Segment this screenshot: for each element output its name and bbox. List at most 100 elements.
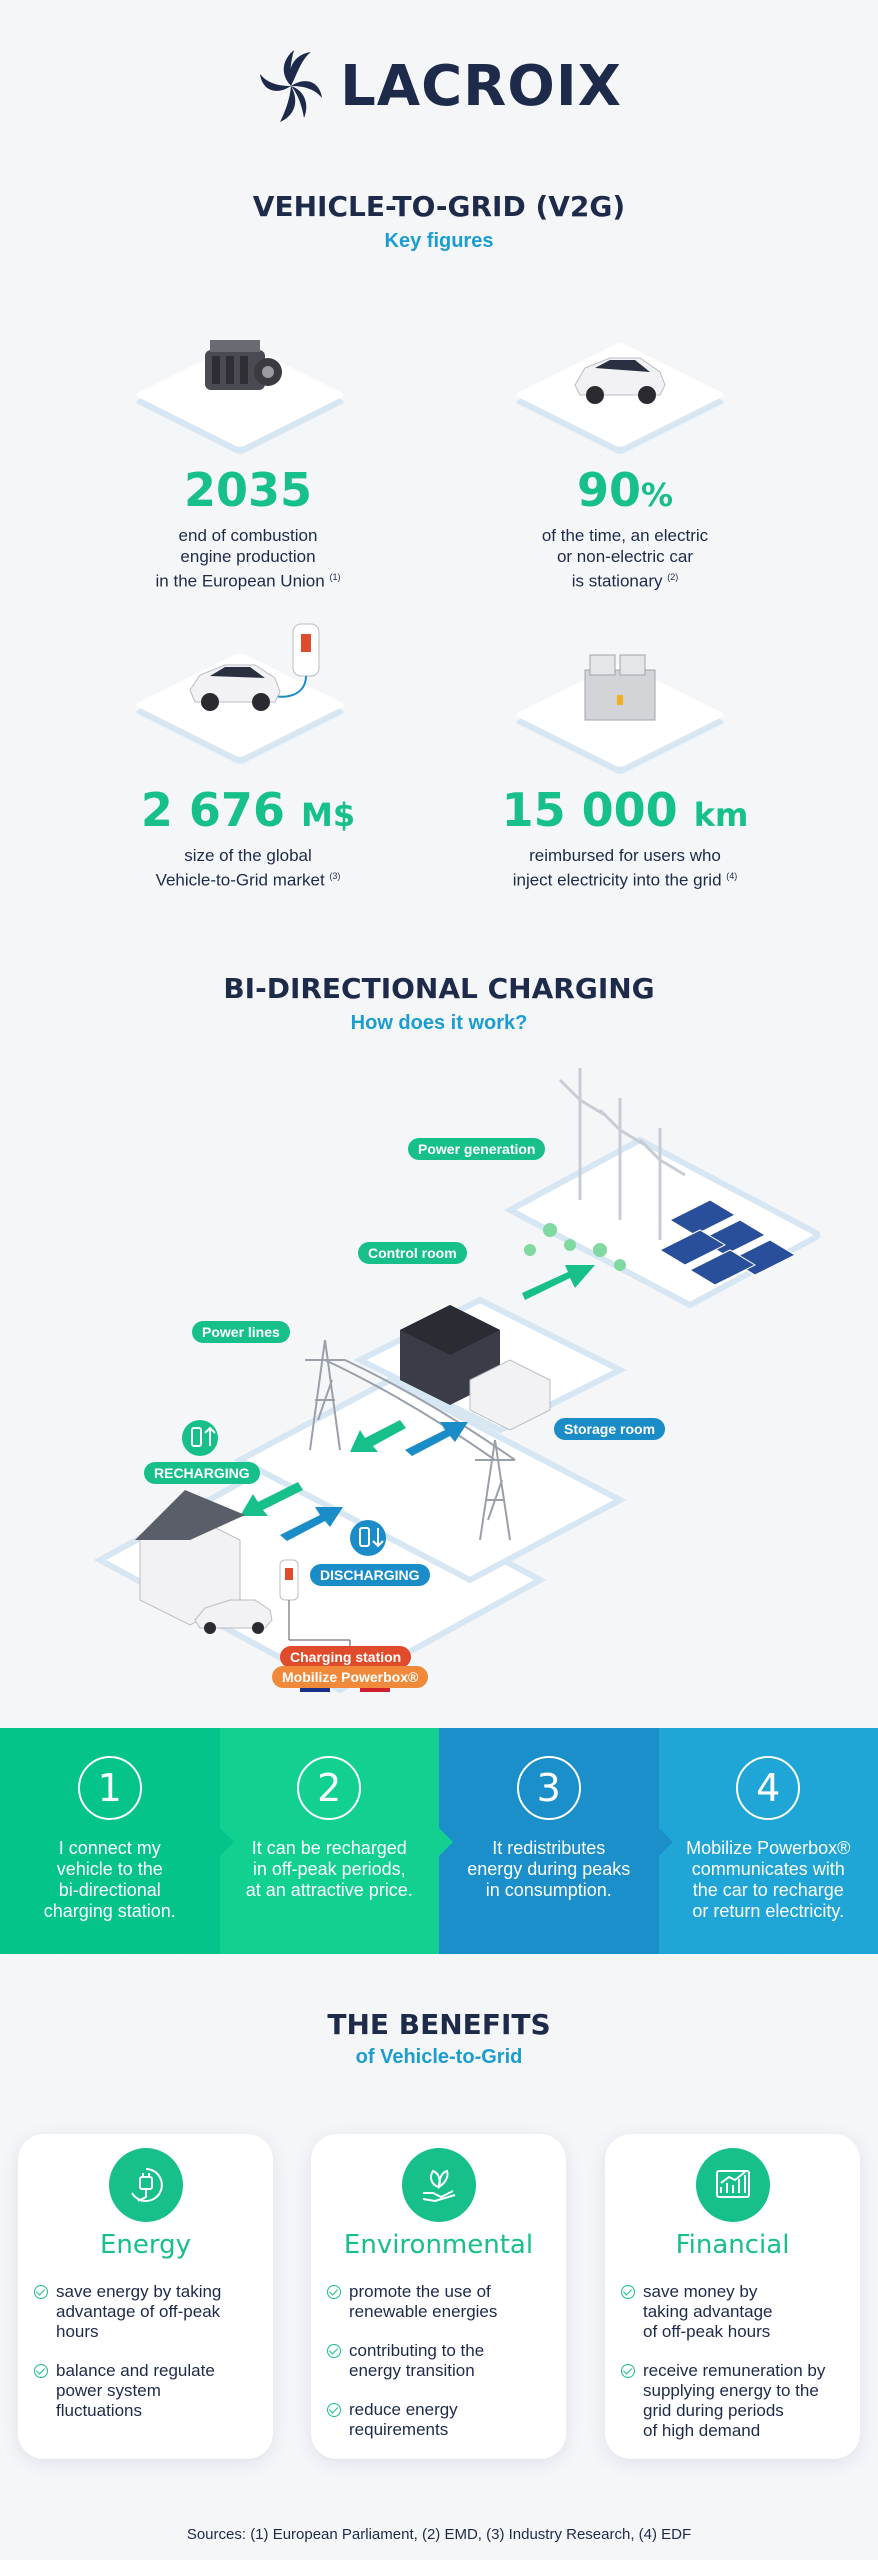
step-arrow [439, 1828, 453, 1856]
step-text: It redistributes energy during peaks in … [467, 1838, 631, 1900]
engine-icon [205, 340, 282, 390]
key-figure-ref: (2) [667, 572, 679, 582]
figure-storage-illustration [513, 640, 727, 790]
step-text: Mobilize Powerbox® communicates with the… [686, 1838, 851, 1921]
page-title: VEHICLE-TO-GRID (V2G) [252, 190, 626, 223]
key-figure-unit: % [640, 476, 674, 514]
benefit-item-text: receive remuneration by supplying energy… [643, 2361, 826, 2440]
key-figure-value: 15 000 [501, 783, 678, 837]
benefit-item: balance and regulate power system fluctu… [34, 2361, 263, 2421]
tree-icon [524, 1223, 626, 1271]
step-2: 2 It can be recharged in off-peak period… [219, 1728, 453, 1954]
energy-flow-arrows [240, 1265, 595, 1541]
label-mobilize-powerbox: Mobilize Powerbox® [272, 1666, 429, 1688]
key-figure-text: size of the global Vehicle-to-Grid marke… [155, 846, 325, 890]
key-figure-1: 2035 end of combustion engine production… [83, 462, 413, 592]
step-arrow [219, 1828, 234, 1856]
benefit-item: promote the use of renewable energies [327, 2282, 556, 2322]
benefit-card-title: Environmental [343, 2230, 534, 2260]
benefit-card-title: Energy [99, 2230, 192, 2260]
figure-charging-car-illustration [133, 623, 347, 780]
battery-storage-icon [584, 654, 656, 721]
flag-stripe-red [360, 1688, 390, 1692]
benefit-item: contributing to the energy transition [327, 2341, 556, 2381]
key-figure-4: 15 000 km reimbursed for users who injec… [460, 782, 790, 891]
benefit-item: save money by taking advantage of off-pe… [621, 2282, 850, 2342]
benefits-title: THE BENEFITS [327, 2008, 551, 2041]
key-figure-3: 2 676 M$ size of the global Vehicle-to-G… [83, 782, 413, 891]
charging-subtitle: How does it work? [350, 1012, 528, 1034]
wind-turbine-icon [558, 1068, 686, 1240]
check-icon [327, 2285, 341, 2299]
benefit-item-text: save energy by taking advantage of off-p… [56, 2282, 222, 2341]
lacroix-logo-icon [260, 50, 323, 122]
benefit-item-text: save money by taking advantage of off-pe… [643, 2282, 773, 2341]
house-icon [135, 1490, 245, 1626]
label-recharging: RECHARGING [144, 1462, 260, 1484]
key-figure-text: end of combustion engine production in t… [155, 526, 325, 591]
leaf-hand-icon [401, 2148, 476, 2222]
step-arrow [658, 1828, 673, 1856]
label-power-lines: Power lines [192, 1321, 290, 1343]
vehicle-icon [194, 1599, 273, 1634]
figure-car-illustration [513, 320, 727, 470]
benefit-item: reduce energy requirements [327, 2400, 556, 2440]
key-figure-ref: (4) [726, 871, 738, 881]
check-icon [34, 2364, 48, 2378]
grid-platform [233, 1376, 627, 1584]
charging-title: BI-DIRECTIONAL CHARGING [223, 972, 655, 1005]
label-charging-station: Charging station [280, 1646, 412, 1668]
check-icon [621, 2364, 635, 2378]
figure-engine-illustration [133, 320, 347, 470]
step-4: 4 Mobilize Powerbox® communicates with t… [658, 1728, 878, 1954]
benefit-item-text: balance and regulate power system fluctu… [56, 2361, 215, 2420]
page-subtitle: Key figures [384, 230, 494, 252]
step-text: I connect my vehicle to the bi-direction… [43, 1838, 176, 1921]
step-3: 3 It redistributes energy during peaks i… [439, 1728, 673, 1954]
benefit-item-text: reduce energy requirements [349, 2400, 458, 2439]
key-figure-text: of the time, an electric or non-electric… [541, 526, 709, 591]
check-icon [34, 2285, 48, 2299]
benefit-list: promote the use of renewable energies co… [327, 2282, 556, 2459]
key-figure-unit: km [693, 796, 749, 834]
key-figure-value: 90 [576, 463, 641, 517]
key-figure-2: 90% of the time, an electric or non-elec… [460, 462, 790, 592]
benefit-card-title: Financial [675, 2230, 790, 2260]
step-text: It can be recharged in off-peak periods,… [245, 1838, 413, 1900]
benefits-subtitle: of Vehicle-to-Grid [355, 2046, 523, 2068]
flag-stripe-blue [300, 1688, 330, 1692]
energy-plug-icon [108, 2148, 183, 2222]
label-storage-room: Storage room [554, 1418, 666, 1440]
step-number: 2 [297, 1756, 362, 1820]
benefit-card-financial: Financial save money by taking advantage… [605, 2134, 860, 2459]
key-figure-ref: (1) [329, 572, 341, 582]
benefit-item-text: contributing to the energy transition [349, 2341, 485, 2380]
brand-logo: LACROIX [0, 36, 878, 136]
key-figure-text: reimbursed for users who inject electric… [512, 846, 722, 890]
charging-car-icon [189, 623, 320, 711]
brand-name: LACROIX [340, 53, 622, 119]
label-control-room: Control room [358, 1242, 467, 1264]
check-icon [327, 2403, 341, 2417]
benefit-item: save energy by taking advantage of off-p… [34, 2282, 263, 2342]
charging-diagram [93, 1068, 820, 1694]
sources-footnote: Sources: (1) European Parliament, (2) EM… [186, 2526, 692, 2543]
parked-car-icon [574, 357, 666, 404]
key-figure-unit: M$ [300, 796, 356, 834]
benefit-item-text: promote the use of renewable energies [349, 2282, 498, 2321]
control-room-building-icon [400, 1305, 551, 1431]
power-pylon-icon [305, 1339, 516, 1541]
recharging-badge-icon [182, 1420, 218, 1456]
benefit-card-energy: Energy save energy by taking advantage o… [18, 2134, 273, 2459]
finance-chart-icon [695, 2148, 770, 2222]
benefit-card-environmental: Environmental promote the use of renewab… [311, 2134, 566, 2459]
label-discharging: DISCHARGING [310, 1564, 430, 1586]
step-number: 4 [736, 1756, 801, 1820]
key-figure-ref: (3) [329, 871, 341, 881]
benefit-list: save energy by taking advantage of off-p… [34, 2282, 263, 2440]
steps-band: 1 I connect my vehicle to the bi-directi… [0, 1728, 878, 1954]
key-figure-value: 2 676 [140, 783, 285, 837]
key-figure-value: 2035 [183, 463, 313, 517]
check-icon [621, 2285, 635, 2299]
solar-panel-icon [658, 1199, 797, 1286]
